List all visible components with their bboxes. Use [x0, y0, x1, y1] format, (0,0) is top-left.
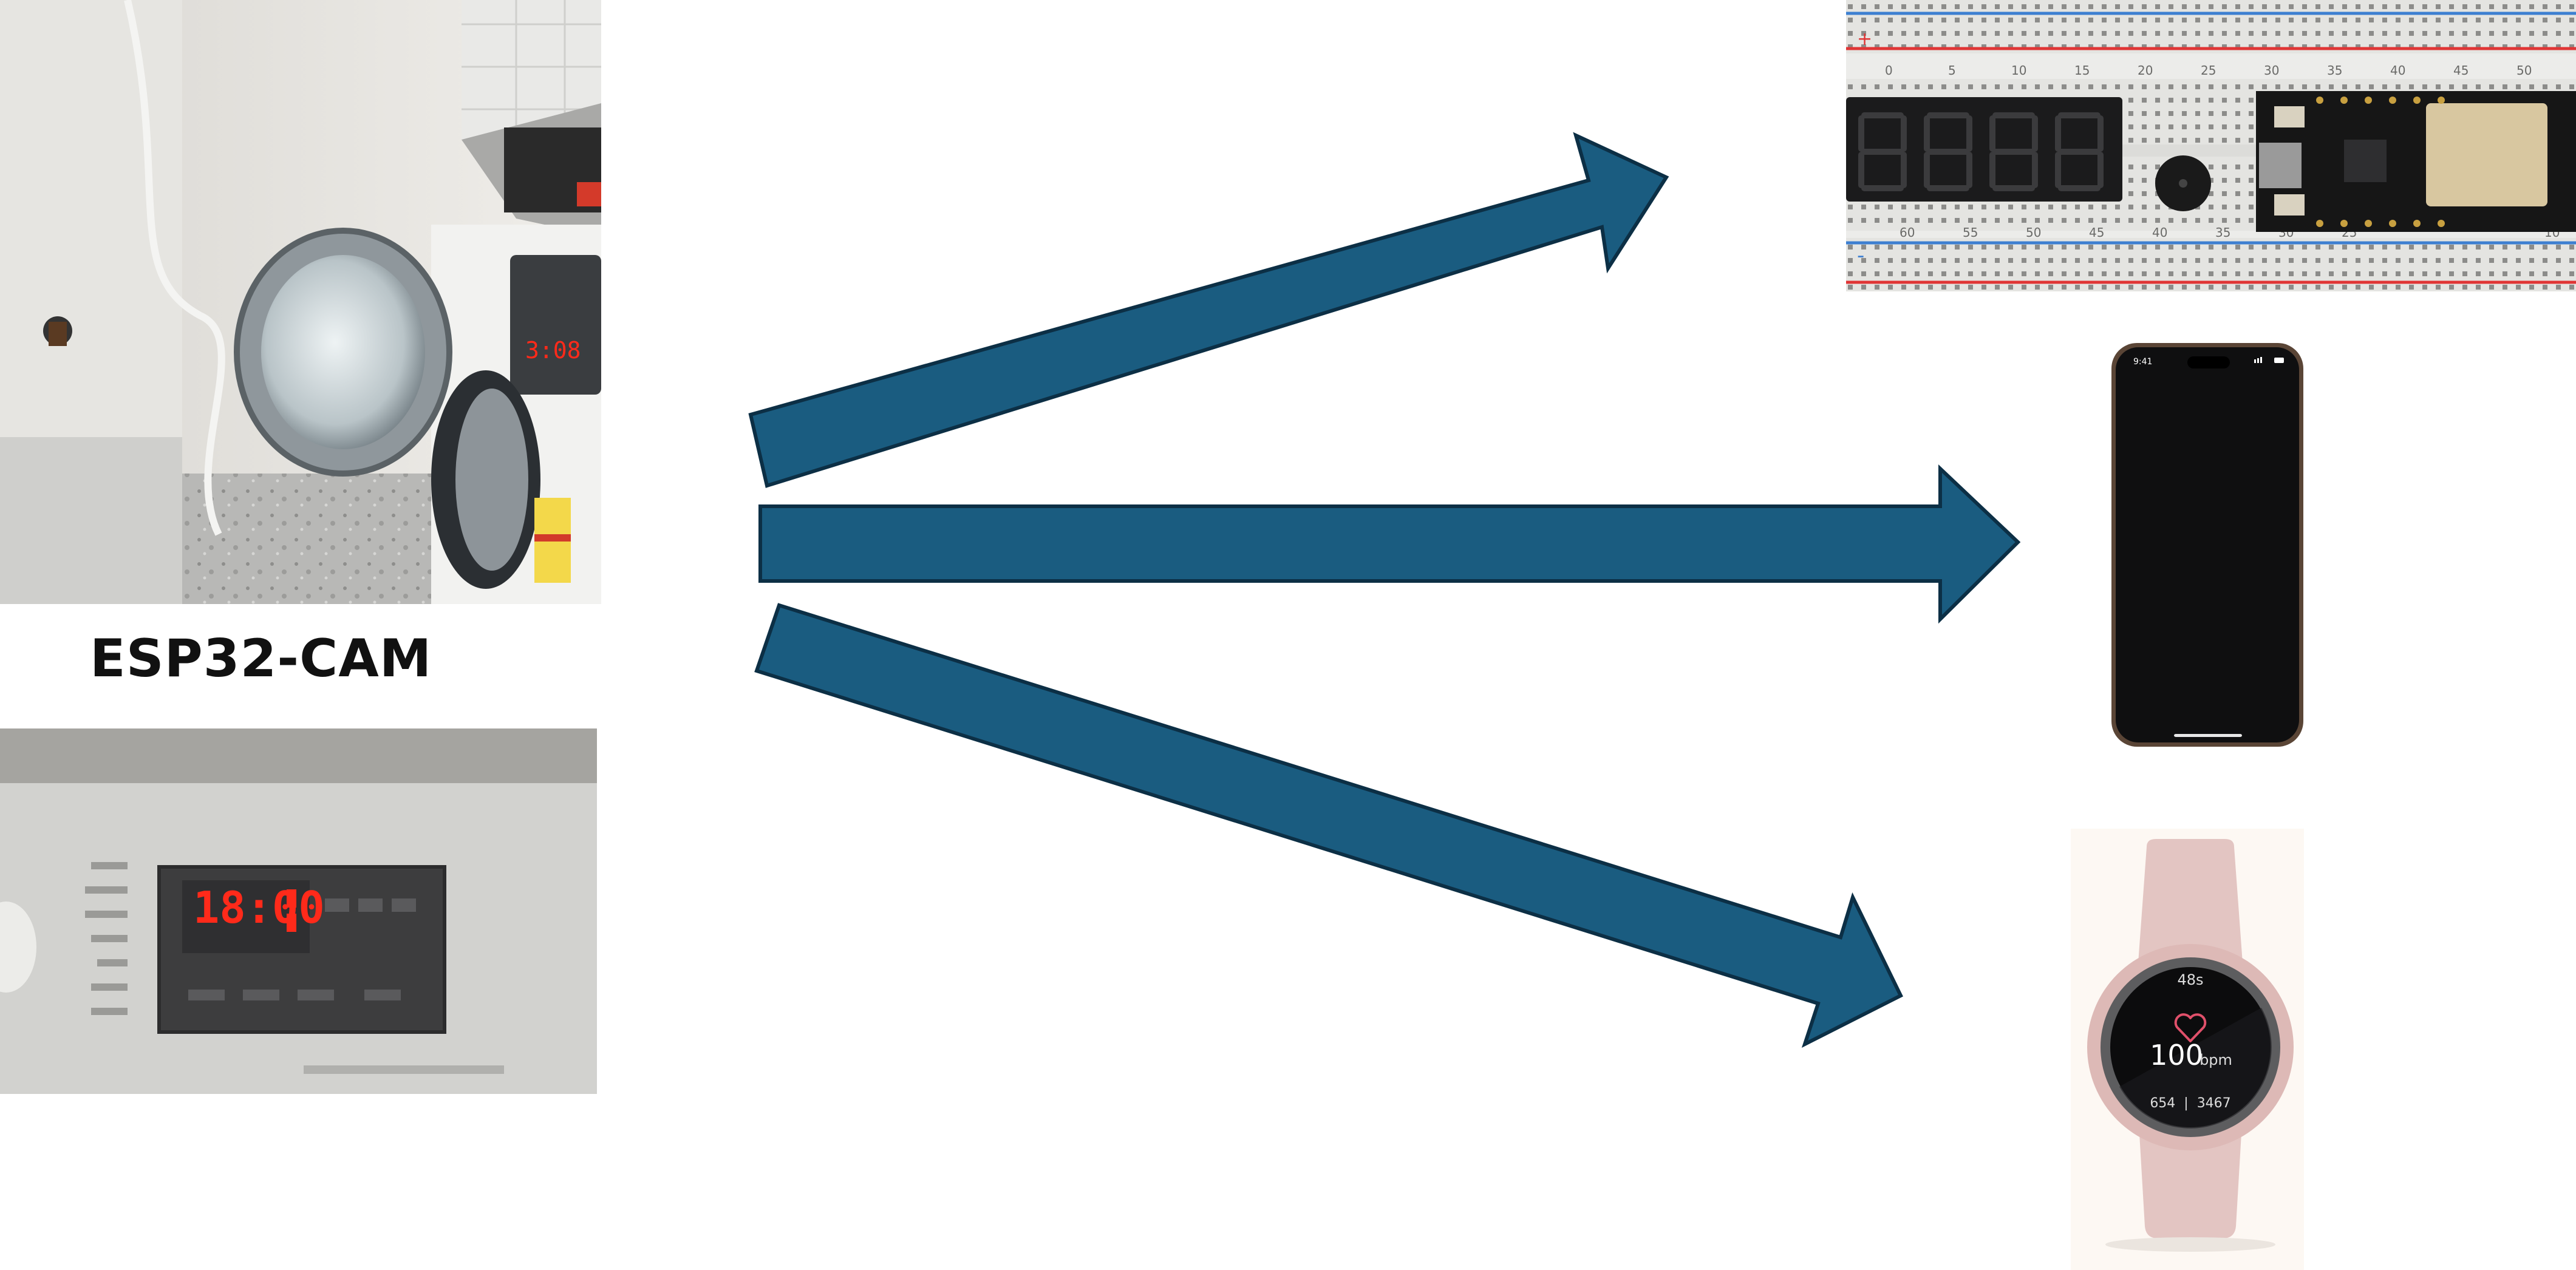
watch-stats: 654 | 3467 — [2150, 1096, 2230, 1111]
svg-text:45: 45 — [2453, 63, 2469, 78]
dynamic-island — [2187, 356, 2230, 368]
svg-text:50: 50 — [2026, 225, 2041, 240]
svg-text:40: 40 — [2390, 63, 2405, 78]
svg-text:30: 30 — [2264, 63, 2279, 78]
home-indicator — [2174, 734, 2242, 737]
svg-text:25: 25 — [2201, 63, 2216, 78]
watch-seconds: 48s — [2177, 971, 2203, 988]
svg-text:60: 60 — [1900, 225, 1915, 240]
rail-plus-top: + — [1857, 29, 1872, 50]
rail-minus-bottom: - — [1857, 243, 1864, 268]
svg-text:40: 40 — [2152, 225, 2167, 240]
washer-photo: 3:08 — [0, 0, 601, 604]
svg-text:45: 45 — [2089, 225, 2104, 240]
watch-heart-rate: 100 — [2150, 1039, 2203, 1071]
smartphone: 9:41 — [2111, 343, 2303, 747]
svg-text:35: 35 — [2215, 225, 2230, 240]
svg-text:55: 55 — [1963, 225, 1978, 240]
arrow-to-phone — [758, 464, 2021, 624]
svg-text:0: 0 — [1885, 63, 1893, 78]
svg-text:5: 5 — [1948, 63, 1956, 78]
esp32-cam-label: ESP32-CAM — [90, 628, 432, 689]
arrow-to-watch — [754, 603, 1903, 1048]
arrow-to-breadboard — [748, 132, 1669, 488]
seven-segment-display — [1846, 97, 2122, 202]
esp32-devboard — [2256, 91, 2576, 232]
svg-text:50: 50 — [2516, 63, 2532, 78]
svg-text:15: 15 — [2074, 63, 2090, 78]
washer-door-time: 3:08 — [525, 337, 581, 364]
heart-icon — [2174, 1013, 2207, 1042]
watch-heart-rate-unit: bpm — [2199, 1051, 2232, 1068]
svg-text:20: 20 — [2138, 63, 2153, 78]
svg-text:35: 35 — [2327, 63, 2342, 78]
phone-status-time: 9:41 — [2133, 357, 2152, 367]
svg-text:10: 10 — [2011, 63, 2026, 78]
breadboard-photo: + - 0 5 10 15 20 25 30 35 40 45 50 60 55… — [1846, 0, 2576, 291]
washer-panel-time: 18:00 — [193, 882, 325, 933]
breadboard-top-scale: 0 5 10 15 20 25 30 35 40 45 50 — [1885, 63, 2532, 78]
smartwatch: 48s 100 bpm 654 | 3467 — [2071, 829, 2304, 1270]
washer-panel-photo: 18:00 — [0, 728, 597, 1094]
